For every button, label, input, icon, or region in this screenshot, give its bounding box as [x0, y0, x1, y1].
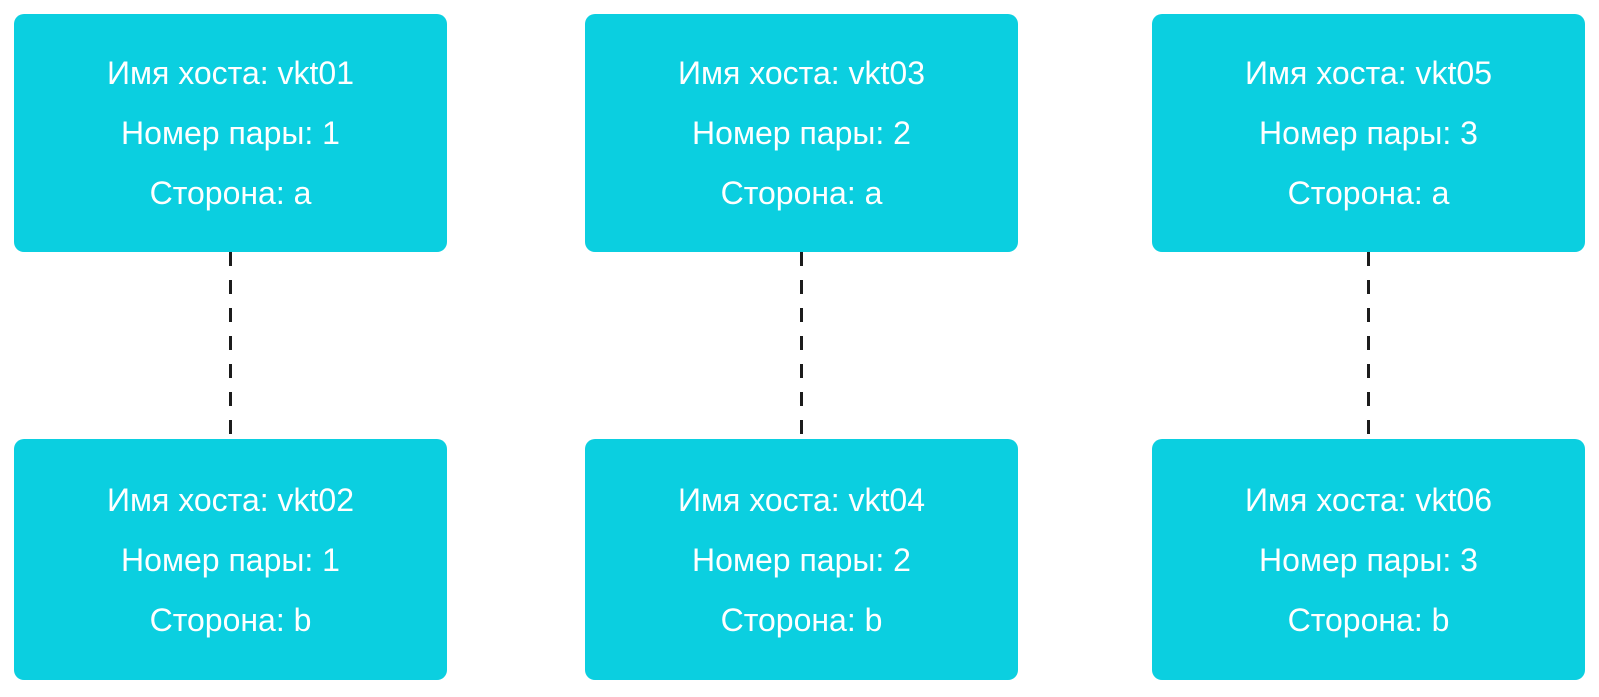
node-vkt02[interactable]: Имя хоста: vkt02 Номер пары: 1 Сторона: …: [14, 439, 447, 680]
node-hostname-label: Имя хоста: vkt04: [677, 481, 925, 518]
node-hostname-label: Имя хоста: vkt06: [1244, 481, 1492, 518]
node-side-label: Сторона: a: [1287, 175, 1450, 211]
node-vkt03[interactable]: Имя хоста: vkt03 Номер пары: 2 Сторона: …: [585, 14, 1018, 252]
node-vkt01[interactable]: Имя хоста: vkt01 Номер пары: 1 Сторона: …: [14, 14, 447, 252]
node-vkt06[interactable]: Имя хоста: vkt06 Номер пары: 3 Сторона: …: [1152, 439, 1585, 680]
node-side-label: Сторона: a: [720, 175, 883, 211]
node-pair-label: Номер пары: 2: [692, 541, 911, 578]
node-hostname-label: Имя хоста: vkt03: [677, 55, 925, 91]
node-vkt05[interactable]: Имя хоста: vkt05 Номер пары: 3 Сторона: …: [1152, 14, 1585, 252]
node-pair-label: Номер пары: 1: [121, 115, 340, 151]
node-pair-label: Номер пары: 3: [1259, 541, 1478, 578]
node-pair-label: Номер пары: 2: [692, 115, 911, 151]
node-side-label: Сторона: a: [149, 175, 312, 211]
node-pair-label: Номер пары: 3: [1259, 115, 1478, 151]
pair-column-2: Имя хоста: vkt03 Номер пары: 2 Сторона: …: [585, 14, 1018, 680]
pair-column-1: Имя хоста: vkt01 Номер пары: 1 Сторона: …: [14, 14, 447, 680]
node-hostname-label: Имя хоста: vkt01: [106, 55, 354, 91]
node-side-label: Сторона: b: [720, 601, 883, 638]
node-hostname-label: Имя хоста: vkt05: [1244, 55, 1492, 91]
node-hostname-label: Имя хоста: vkt02: [106, 481, 354, 518]
pair-column-3: Имя хоста: vkt05 Номер пары: 3 Сторона: …: [1152, 14, 1585, 680]
node-side-label: Сторона: b: [149, 601, 312, 638]
dashed-edge-vkt03-vkt04: [800, 252, 803, 439]
node-pair-label: Номер пары: 1: [121, 541, 340, 578]
dashed-edge-vkt01-vkt02: [229, 252, 232, 439]
node-side-label: Сторона: b: [1287, 601, 1450, 638]
dashed-edge-vkt05-vkt06: [1367, 252, 1370, 439]
node-vkt04[interactable]: Имя хоста: vkt04 Номер пары: 2 Сторона: …: [585, 439, 1018, 680]
